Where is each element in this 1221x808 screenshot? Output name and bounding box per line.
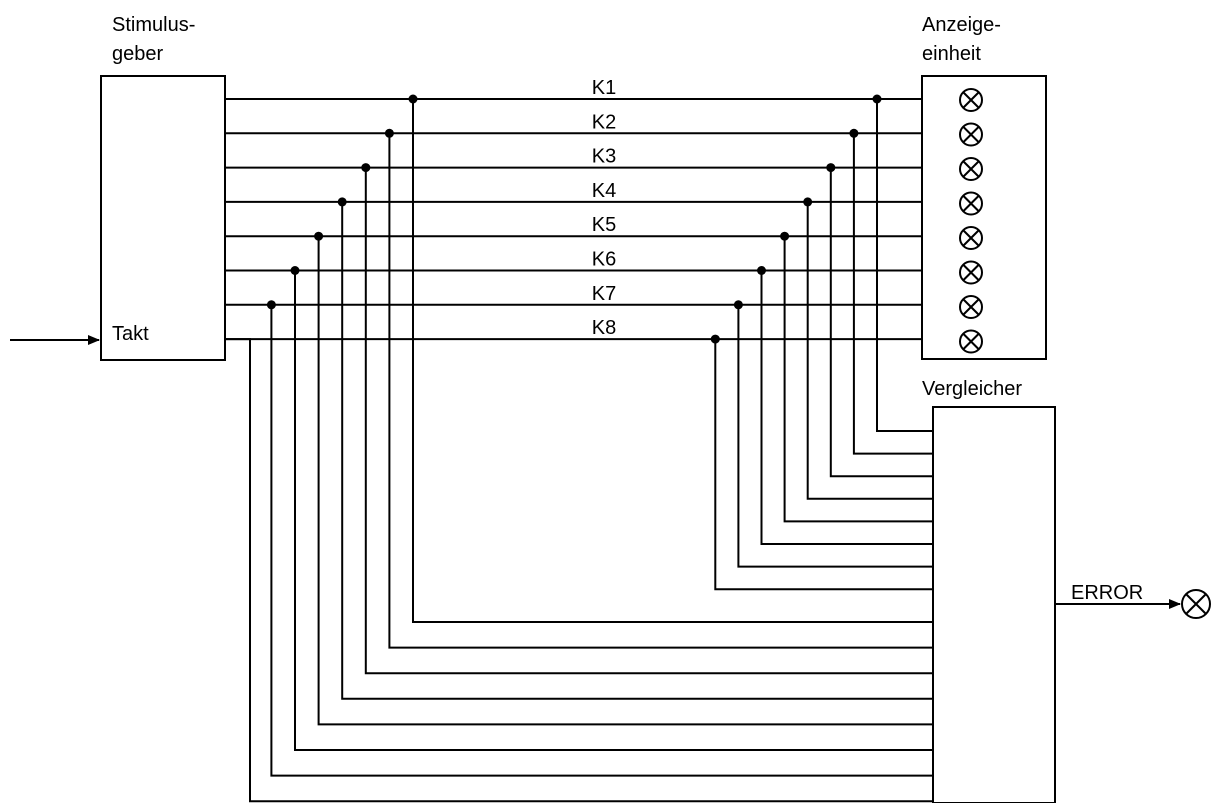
channel-tap-right-k4 — [806, 201, 933, 500]
lamp-icon — [959, 329, 983, 354]
lamp-icon — [959, 226, 983, 250]
channel-tap-left-k3 — [364, 167, 933, 675]
junction-dot-right-k1 — [872, 94, 882, 104]
channel-tap-right-k1 — [876, 99, 933, 432]
junction-dot-left-k4 — [337, 197, 347, 207]
channel-tap-left-k6 — [294, 270, 933, 751]
channel-tap-left-k4 — [341, 201, 933, 700]
lamp-icon — [959, 88, 983, 112]
channel-k5: K5 — [225, 214, 933, 726]
channel-tap-left-k1 — [412, 99, 933, 623]
channel-tap-left-k5 — [317, 236, 933, 726]
channel-k4: K4 — [225, 180, 933, 700]
junction-dot-left-k1 — [408, 94, 418, 104]
channel-k3: K3 — [225, 146, 933, 675]
channel-label-k7: K7 — [592, 283, 616, 305]
channel-k1: K1 — [225, 77, 933, 623]
junction-dot-left-k6 — [290, 266, 300, 275]
error-label: ERROR — [1071, 582, 1143, 604]
junction-dot-right-k7 — [733, 300, 743, 310]
display-label-line2: einheit — [922, 43, 981, 65]
junction-dot-right-k6 — [757, 266, 766, 275]
display-label-line1: Anzeige- — [922, 14, 1001, 36]
lamps-layer — [959, 88, 983, 354]
channel-label-k3: K3 — [592, 146, 616, 168]
channel-tap-left-k7 — [270, 304, 933, 777]
lamp-icon — [959, 260, 983, 285]
channel-label-k1: K1 — [592, 77, 616, 99]
lamp-icon — [959, 157, 983, 181]
junction-dot-right-k2 — [849, 128, 859, 138]
channel-tap-right-k7 — [737, 304, 933, 568]
channel-label-k2: K2 — [592, 111, 616, 133]
channel-tap-right-k8 — [714, 339, 933, 591]
channel-tap-right-k3 — [829, 167, 933, 478]
comparator-label: Vergleicher — [922, 378, 1022, 400]
lamp-icon — [959, 191, 983, 216]
channel-tap-right-k2 — [852, 133, 933, 455]
channel-tap-right-k5 — [783, 236, 933, 523]
junction-dot-right-k4 — [803, 197, 813, 207]
channel-tap-left-k8 — [225, 338, 933, 803]
channel-k6: K6 — [225, 249, 933, 751]
junction-dot-right-k8 — [710, 334, 720, 344]
channel-tap-right-k6 — [760, 270, 933, 545]
channel-label-k6: K6 — [592, 249, 616, 271]
junction-dot-right-k3 — [826, 163, 836, 173]
comparator-block — [932, 406, 1056, 804]
channel-label-k8: K8 — [592, 317, 616, 339]
lamp-icon — [959, 122, 983, 147]
junction-dot-left-k7 — [266, 300, 276, 310]
takt-label: Takt — [112, 323, 149, 345]
error-lamp-icon — [1181, 589, 1211, 619]
lamp-icon — [959, 295, 983, 319]
channel-label-k4: K4 — [592, 180, 616, 202]
junction-dot-left-k3 — [361, 163, 371, 173]
stimulus-label-line2: geber — [112, 43, 163, 65]
display-unit-block — [921, 75, 1047, 360]
stimulus-label-line1: Stimulus- — [112, 14, 195, 36]
channel-label-k5: K5 — [592, 214, 616, 236]
junction-dot-left-k5 — [314, 231, 324, 241]
channel-k8: K8 — [225, 317, 933, 803]
channel-k7: K7 — [225, 283, 933, 777]
stimulus-generator-block — [100, 75, 226, 361]
channel-tap-left-k2 — [388, 133, 933, 649]
junction-dot-left-k2 — [384, 128, 394, 138]
junction-dot-right-k5 — [780, 231, 790, 241]
